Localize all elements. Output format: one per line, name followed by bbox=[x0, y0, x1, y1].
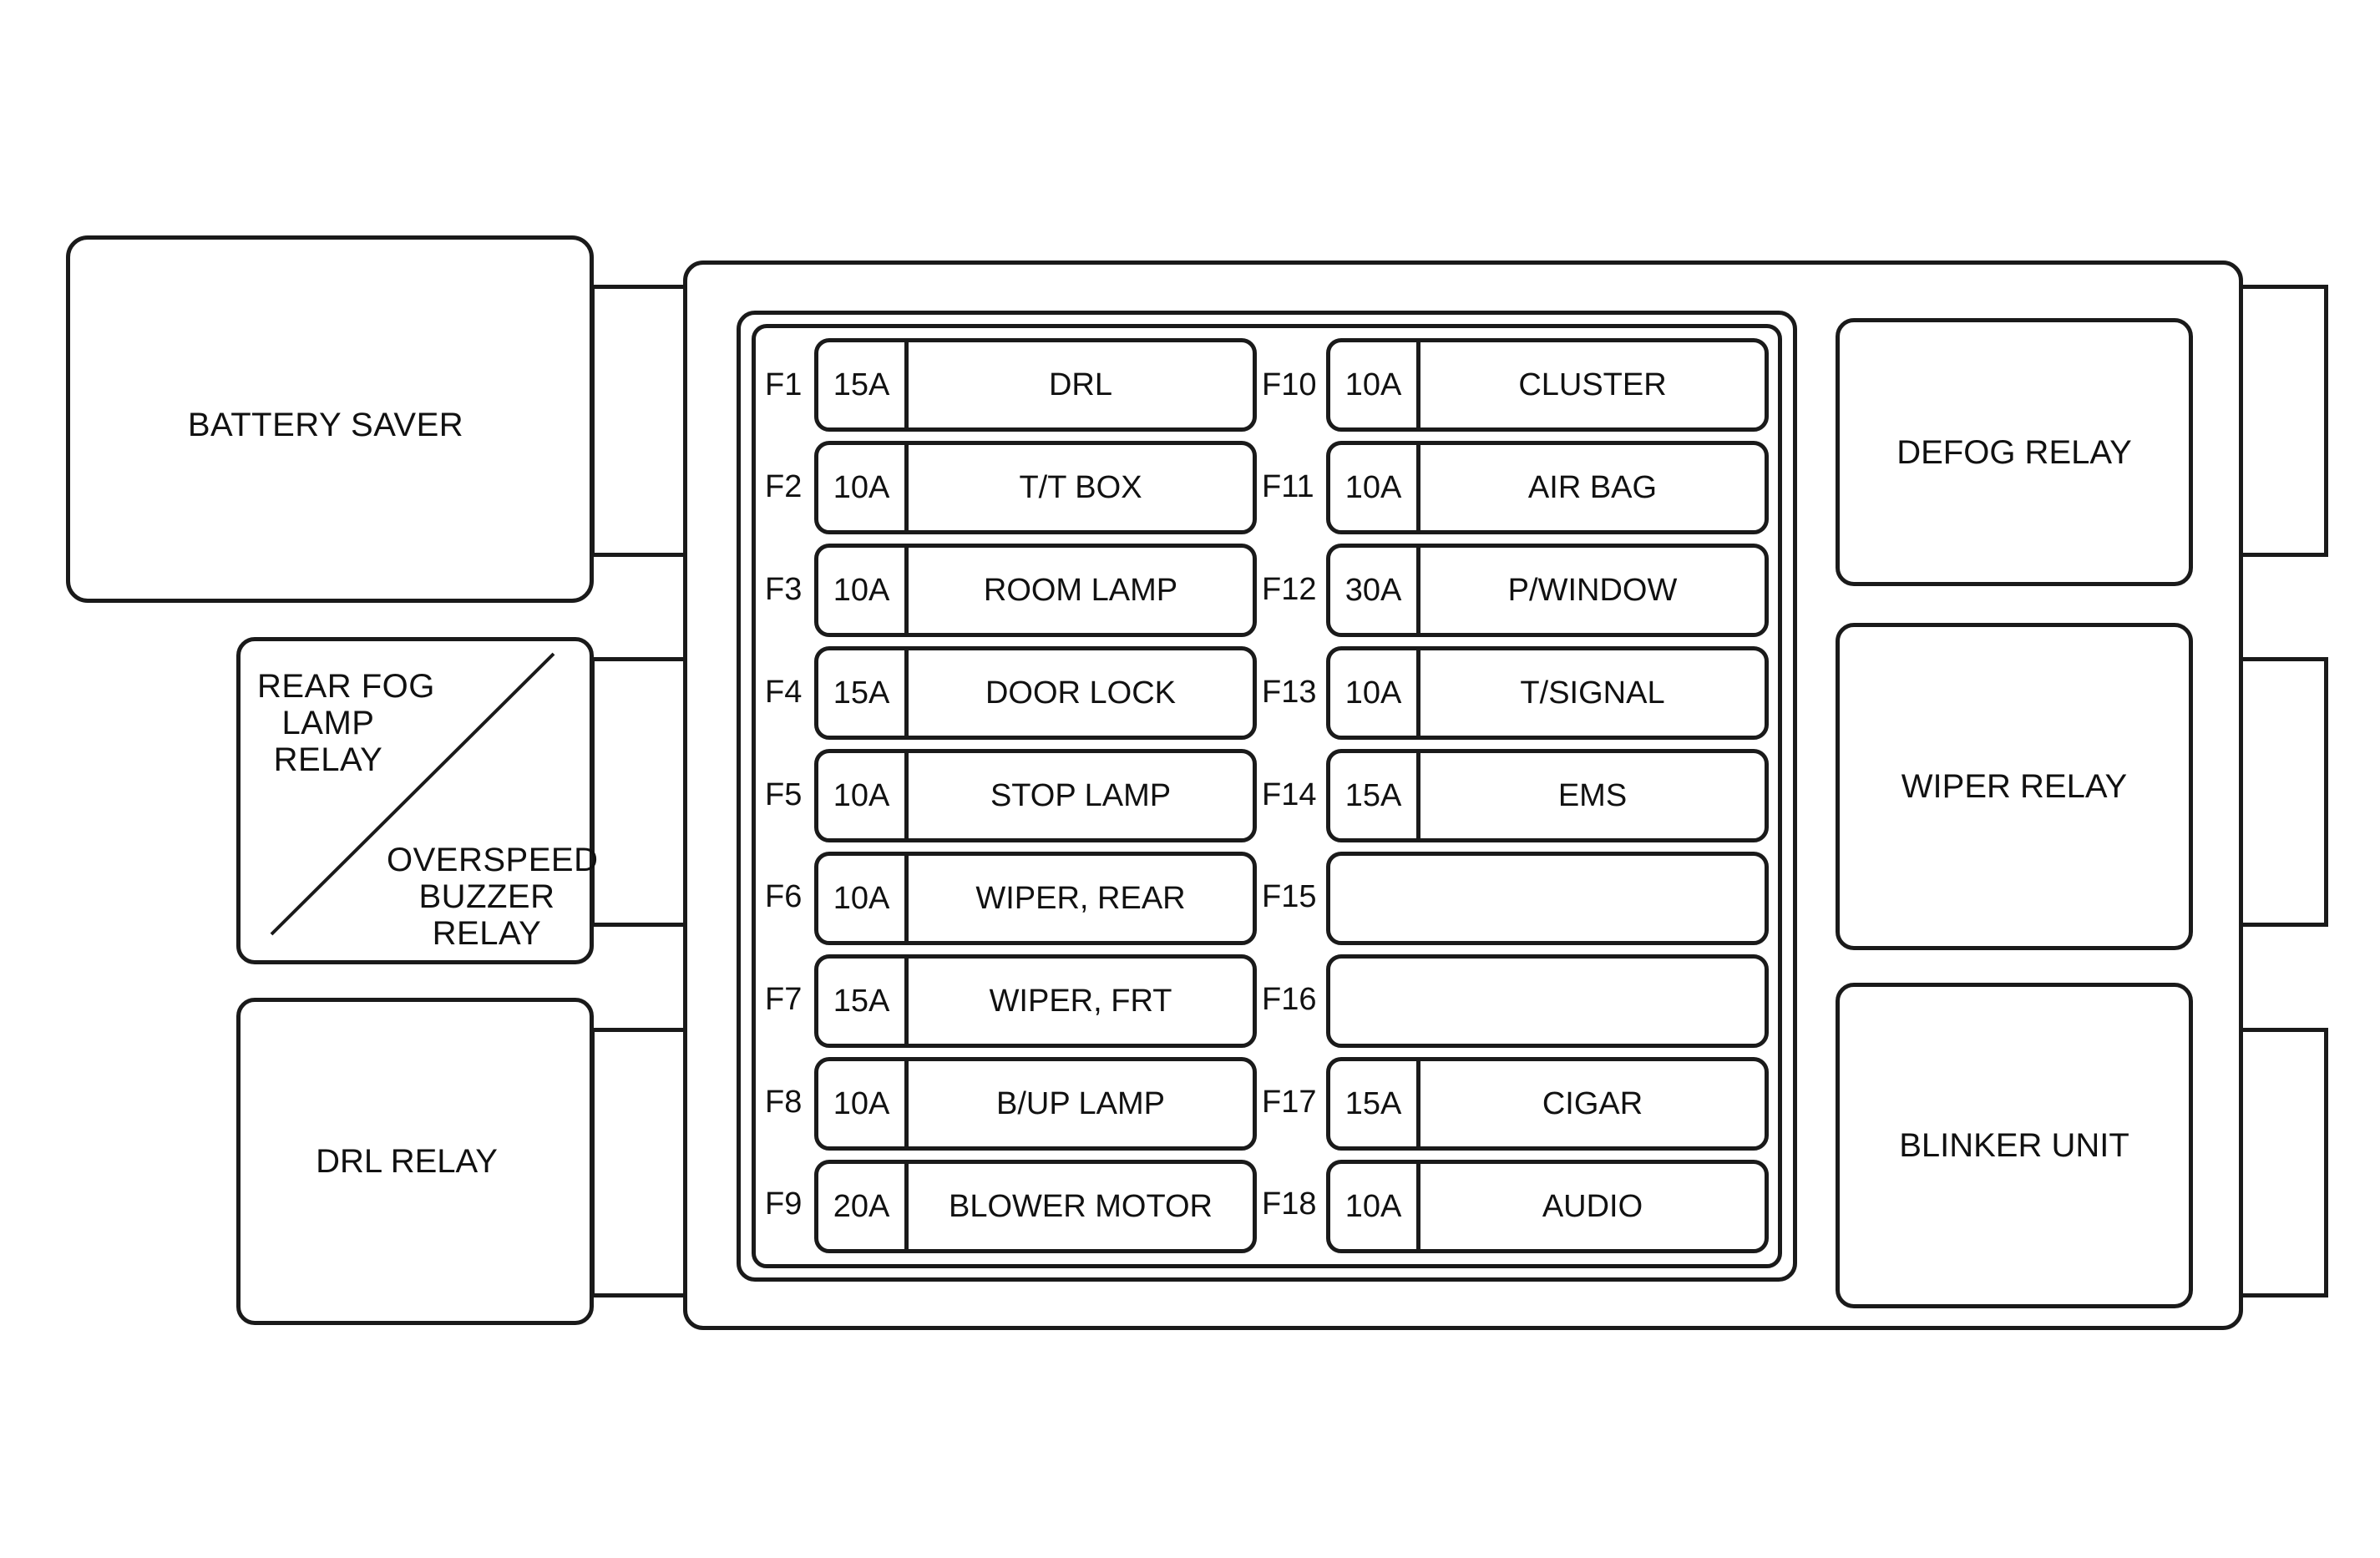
drl-relay: DRL RELAY bbox=[236, 998, 594, 1325]
fuse-amp: 15A bbox=[1330, 1061, 1420, 1146]
fuse-f12: 30A P/WINDOW bbox=[1326, 544, 1769, 637]
defog-relay-connector bbox=[2238, 285, 2328, 557]
fuse-amp: 10A bbox=[1330, 1164, 1420, 1249]
drl-relay-label: DRL RELAY bbox=[316, 1143, 498, 1180]
fuse-id-f2: F2 bbox=[765, 469, 803, 504]
rear-fog-overspeed-relay: REAR FOG LAMP RELAY OVERSPEED BUZZER REL… bbox=[236, 637, 599, 964]
fuse-f4: 15A DOOR LOCK bbox=[814, 646, 1257, 740]
fuse-name: CIGAR bbox=[1542, 1085, 1643, 1121]
fuse-f16-empty-slot bbox=[1326, 954, 1769, 1048]
fuse-f5: 10A STOP LAMP bbox=[814, 749, 1257, 842]
fuse-id-f4: F4 bbox=[765, 675, 803, 710]
fuse-amp: 10A bbox=[818, 548, 909, 633]
fuse-f18: 10A AUDIO bbox=[1326, 1160, 1769, 1253]
fuse-id-f13: F13 bbox=[1262, 675, 1317, 710]
fuse-f17: 15A CIGAR bbox=[1326, 1057, 1769, 1151]
wiper-relay: WIPER RELAY bbox=[1836, 623, 2193, 950]
fuse-id-f5: F5 bbox=[765, 777, 803, 812]
battery-saver-connector bbox=[590, 285, 687, 557]
fuse-id-f6: F6 bbox=[765, 879, 803, 914]
fuse-id-f1: F1 bbox=[765, 367, 803, 402]
fuse-id-f9: F9 bbox=[765, 1186, 803, 1222]
fuse-id-f11: F11 bbox=[1262, 469, 1314, 504]
fuse-name: B/UP LAMP bbox=[995, 1085, 1166, 1121]
fuse-f9: 20A BLOWER MOTOR bbox=[814, 1160, 1257, 1253]
fuse-amp: 30A bbox=[1330, 548, 1420, 633]
fuse-id-f12: F12 bbox=[1262, 572, 1317, 607]
wiper-relay-connector bbox=[2238, 657, 2328, 927]
fuse-name: T/T BOX bbox=[1019, 469, 1142, 505]
rear-fog-label-line1: REAR FOG bbox=[257, 668, 435, 705]
fuse-name: EMS bbox=[1557, 777, 1628, 813]
fuse-f15-empty-slot bbox=[1326, 852, 1769, 945]
fuse-amp: 10A bbox=[818, 445, 909, 530]
fuse-amp: 15A bbox=[818, 342, 909, 427]
fuse-amp: 10A bbox=[1330, 342, 1420, 427]
fuse-id-f17: F17 bbox=[1262, 1085, 1317, 1120]
fuse-amp: 10A bbox=[1330, 445, 1420, 530]
blinker-unit: BLINKER UNIT bbox=[1836, 983, 2193, 1308]
battery-saver-relay: BATTERY SAVER bbox=[66, 235, 594, 603]
fuse-id-f10: F10 bbox=[1262, 367, 1317, 402]
fuse-name: STOP LAMP bbox=[990, 777, 1172, 813]
fuse-f11: 10A AIR BAG bbox=[1326, 441, 1769, 534]
fuse-name: T/SIGNAL bbox=[1520, 675, 1665, 711]
fuse-amp: 20A bbox=[818, 1164, 909, 1249]
rear-fog-connector bbox=[590, 657, 687, 927]
fuse-f1: 15A DRL bbox=[814, 338, 1257, 432]
blinker-unit-connector bbox=[2238, 1028, 2328, 1297]
fuse-amp: 10A bbox=[818, 856, 909, 941]
fuse-name: P/WINDOW bbox=[1507, 572, 1678, 608]
rear-fog-label-line3: RELAY bbox=[273, 741, 383, 778]
overspeed-label-line2: BUZZER bbox=[418, 878, 555, 915]
rear-fog-label-line2: LAMP bbox=[281, 705, 375, 741]
fuse-amp: 15A bbox=[818, 959, 909, 1044]
fuse-id-f16: F16 bbox=[1262, 982, 1317, 1017]
defog-relay: DEFOG RELAY bbox=[1836, 318, 2193, 586]
wiper-relay-label: WIPER RELAY bbox=[1901, 768, 2128, 805]
defog-relay-label: DEFOG RELAY bbox=[1896, 433, 2132, 471]
fuse-id-f8: F8 bbox=[765, 1085, 803, 1120]
divider-diagonal-line bbox=[270, 652, 555, 936]
fuse-id-f15: F15 bbox=[1262, 879, 1317, 914]
fuse-name: WIPER, FRT bbox=[989, 983, 1172, 1019]
fuse-amp: 15A bbox=[818, 650, 909, 736]
fuse-id-f18: F18 bbox=[1262, 1186, 1317, 1222]
fuse-f10: 10A CLUSTER bbox=[1326, 338, 1769, 432]
fuse-name: AIR BAG bbox=[1527, 469, 1658, 505]
fuse-amp: 10A bbox=[1330, 650, 1420, 736]
fuse-name: DOOR LOCK bbox=[985, 675, 1177, 711]
fuse-f7: 15A WIPER, FRT bbox=[814, 954, 1257, 1048]
fuse-name: DRL bbox=[1048, 367, 1113, 402]
fuse-name: BLOWER MOTOR bbox=[949, 1188, 1213, 1224]
battery-saver-label: BATTERY SAVER bbox=[187, 407, 464, 443]
fuse-name: CLUSTER bbox=[1518, 367, 1667, 402]
fuse-name: WIPER, REAR bbox=[975, 880, 1186, 916]
blinker-unit-label: BLINKER UNIT bbox=[1899, 1127, 2129, 1164]
fuse-amp: 10A bbox=[818, 753, 909, 838]
overspeed-label-line3: RELAY bbox=[432, 915, 542, 952]
fuse-amp: 15A bbox=[1330, 753, 1420, 838]
fuse-id-f3: F3 bbox=[765, 572, 803, 607]
fuse-amp: 10A bbox=[818, 1061, 909, 1146]
fuse-id-f7: F7 bbox=[765, 982, 803, 1017]
fuse-f6: 10A WIPER, REAR bbox=[814, 852, 1257, 945]
drl-relay-connector bbox=[590, 1028, 687, 1297]
fuse-name: AUDIO bbox=[1542, 1188, 1643, 1224]
fuse-f13: 10A T/SIGNAL bbox=[1326, 646, 1769, 740]
fuse-f8: 10A B/UP LAMP bbox=[814, 1057, 1257, 1151]
fuse-f2: 10A T/T BOX bbox=[814, 441, 1257, 534]
fuse-name: ROOM LAMP bbox=[983, 572, 1178, 608]
fuse-id-f14: F14 bbox=[1262, 777, 1317, 812]
overspeed-label-line1: OVERSPEED bbox=[387, 842, 599, 878]
fuse-f3: 10A ROOM LAMP bbox=[814, 544, 1257, 637]
fuse-f14: 15A EMS bbox=[1326, 749, 1769, 842]
